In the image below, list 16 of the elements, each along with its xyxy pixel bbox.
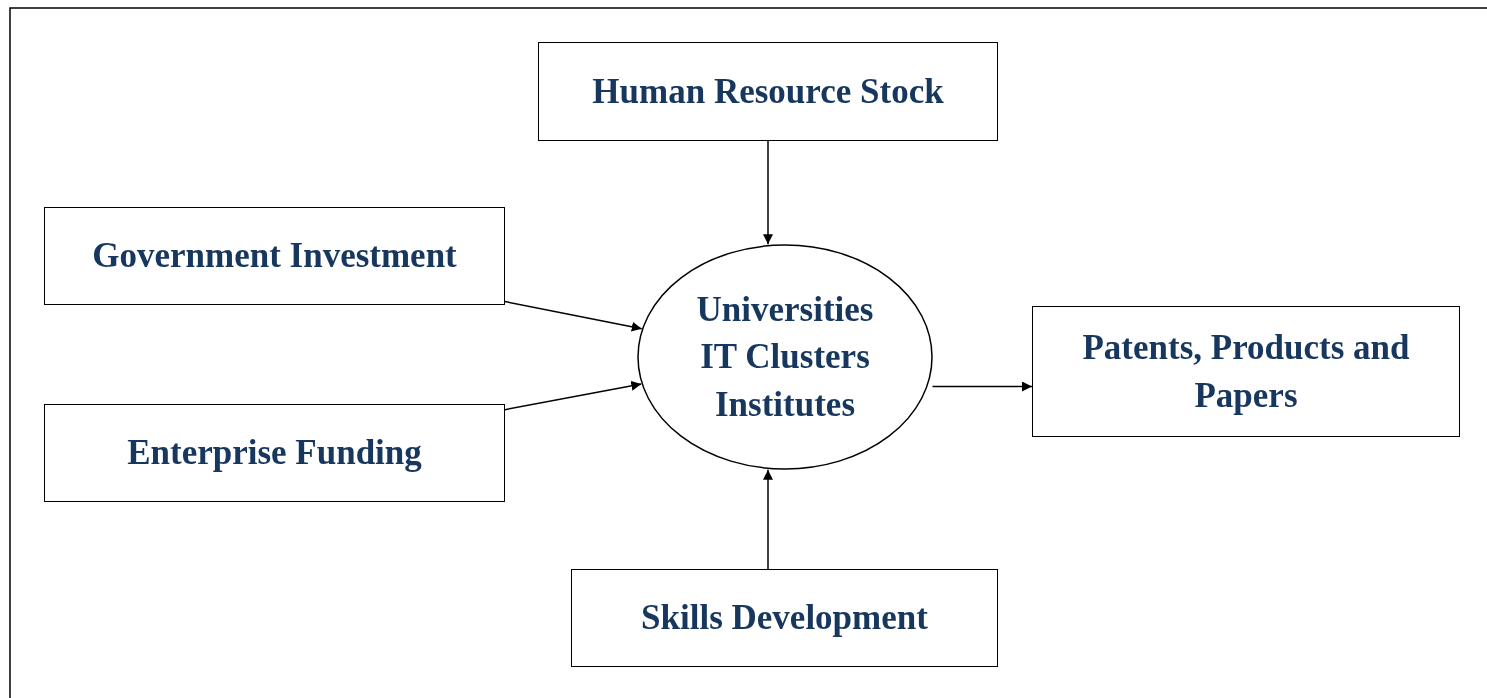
arrow bbox=[504, 300, 643, 332]
node-label: Skills Development bbox=[641, 597, 928, 640]
process-box bbox=[1032, 306, 1460, 437]
arrow bbox=[504, 380, 643, 411]
process-box bbox=[538, 42, 998, 141]
process-box bbox=[44, 207, 505, 305]
arrow bbox=[931, 381, 1033, 392]
arrow bbox=[763, 469, 773, 570]
node-label: Universities IT Clusters Institutes bbox=[695, 289, 875, 426]
arrow bbox=[763, 140, 773, 245]
process-box bbox=[44, 404, 505, 502]
node-label: Enterprise Funding bbox=[127, 432, 422, 475]
node-label: Patents, Products and Papers bbox=[1081, 327, 1411, 417]
node-label: Government Investment bbox=[92, 235, 457, 278]
node-label: Human Resource Stock bbox=[592, 70, 944, 113]
process-box bbox=[571, 569, 998, 667]
